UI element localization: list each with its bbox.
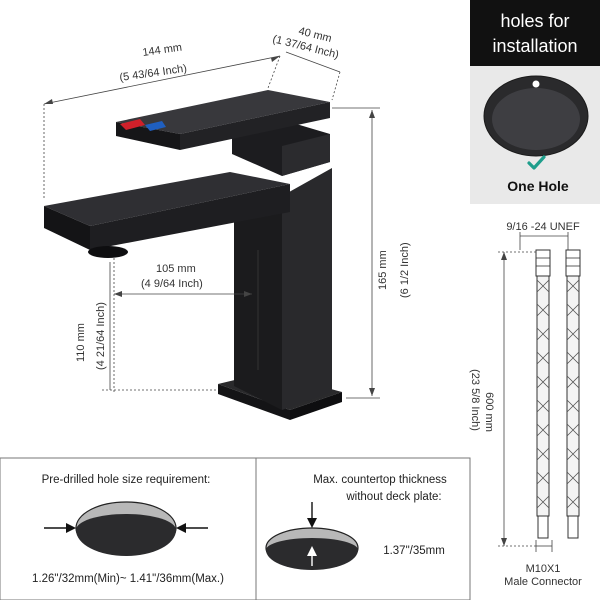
hole-arrow-left: [66, 523, 76, 533]
width-inch-label: (5 43/64 Inch): [119, 63, 188, 84]
hose-left: [535, 249, 551, 539]
hose-thread-label: 9/16 -24 UNEF: [506, 221, 580, 233]
spout-height-mm-label: 110 mm: [75, 323, 87, 362]
countertop-section: Max. countertop thickness without deck p…: [265, 474, 447, 570]
hole-size-title: Pre-drilled hole size requirement:: [42, 474, 211, 486]
holes-panel: holes for installation One Hole: [470, 0, 600, 204]
faucet-spout-top: [44, 172, 290, 226]
faucet-handle-side: [180, 102, 330, 150]
thickness-arrow-down: [307, 518, 317, 528]
connector-caption: Male Connector: [504, 576, 582, 588]
hose-diagram: 9/16 -24 UNEF 600 mm (23 5/8 In: [469, 221, 582, 588]
faucet-base-side: [290, 392, 342, 420]
countertop-title-line2: without deck plate:: [345, 491, 441, 503]
reach-mm-label: 105 mm: [156, 263, 196, 275]
faucet-hole: [532, 80, 540, 88]
faucet-illustration: [44, 90, 342, 420]
hose-length-inch-label: (23 5/8 Inch): [469, 369, 481, 431]
requirements-panel: Pre-drilled hole size requirement: 1.26"…: [0, 457, 471, 600]
holes-title-line1: holes for: [500, 11, 569, 31]
faucet-handle-top: [116, 90, 330, 134]
hose-length-mm-label: 600 mm: [483, 392, 495, 432]
faucet-handle-front: [116, 122, 180, 150]
faucet-base-front: [218, 384, 290, 420]
connector-label: M10X1: [526, 563, 561, 575]
height-inch-label: (6 1/2 Inch): [399, 242, 411, 298]
spout-height-inch-label: (4 21/64 Inch): [95, 302, 107, 370]
reach-inch-label: (4 9/64 Inch): [141, 278, 203, 290]
width-mm-label: 144 mm: [142, 42, 183, 59]
one-hole-caption: One Hole: [507, 178, 569, 194]
faucet-aerator: [88, 246, 128, 258]
dimension-lines: [43, 51, 380, 399]
cold-indicator: [145, 121, 166, 131]
countertop-value: 1.37"/35mm: [383, 545, 445, 557]
faucet-spout-front: [44, 206, 90, 250]
faucet-body-side: [282, 168, 332, 410]
countertop-title-line1: Max. countertop thickness: [313, 474, 447, 486]
hole-size-range: 1.26"/32mm(Min)~ 1.41"/36mm(Max.): [32, 573, 224, 585]
holes-panel-title-bg: [470, 0, 600, 66]
hole-size-section: Pre-drilled hole size requirement: 1.26"…: [32, 474, 224, 585]
hot-indicator: [120, 119, 145, 130]
hose-right: [565, 249, 581, 539]
check-icon: [527, 155, 546, 170]
faucet-spout-side: [90, 184, 290, 250]
holes-title-line2: installation: [492, 36, 577, 56]
thickness-arrow-up: [307, 546, 317, 556]
height-mm-label: 165 mm: [377, 250, 389, 290]
hole-arrow-right: [176, 523, 186, 533]
